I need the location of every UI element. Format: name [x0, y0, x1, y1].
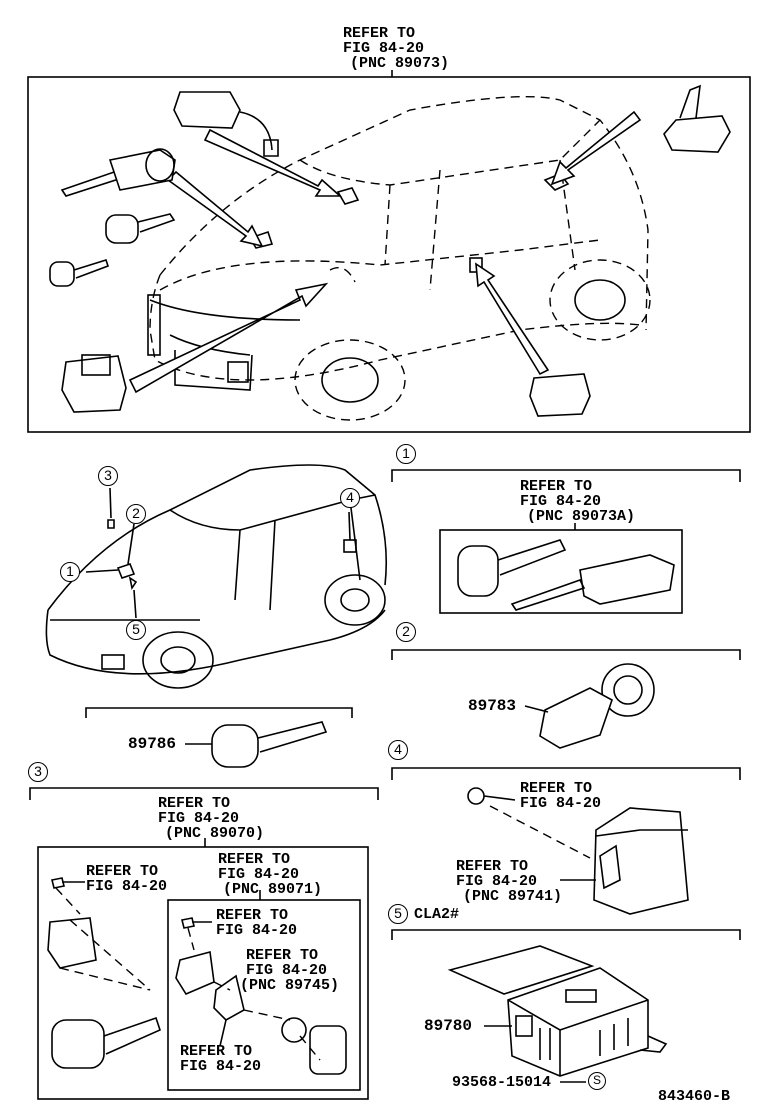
- sec3-screw-line1: REFER TO: [86, 863, 159, 880]
- sec1-ref-line3: (PNC 89073A): [527, 508, 636, 525]
- fastener-symbol: S: [588, 1072, 606, 1090]
- sec5-code: CLA2#: [414, 906, 460, 923]
- sec3-screw-line2: FIG 84-20: [86, 878, 168, 895]
- section-4-number: 4: [388, 740, 408, 760]
- section-2-drawing: [391, 649, 741, 749]
- top-ref-line1: REFER TO: [343, 25, 416, 42]
- sec1-ref-line1: REFER TO: [520, 478, 593, 495]
- section-1-drawing: [391, 469, 741, 614]
- sec3-battery-line1: REFER TO: [246, 947, 319, 964]
- top-ref-line3: (PNC 89073): [350, 55, 450, 72]
- sec3-outer-line3: (PNC 89070): [165, 825, 265, 842]
- sec3-inner-screw-line1: REFER TO: [216, 907, 289, 924]
- sec3-inner-line3: (PNC 89071): [223, 881, 323, 898]
- sec3-outer-line2: FIG 84-20: [158, 810, 240, 827]
- sec4-ecu-line1: REFER TO: [456, 858, 529, 875]
- callout-5: 5: [126, 620, 146, 640]
- sec3-battery-line3: (PNC 89745): [240, 977, 340, 994]
- part-89783: 89783: [468, 697, 517, 715]
- section-3-drawing: [29, 787, 379, 1100]
- sec3-battery-line2: FIG 84-20: [246, 962, 328, 979]
- top-panel-frame: [27, 76, 751, 433]
- callout-1: 1: [60, 562, 80, 582]
- top-ref-line2: FIG 84-20: [343, 40, 425, 57]
- sec4-bolt-line2: FIG 84-20: [520, 795, 602, 812]
- section-5-drawing: [391, 929, 741, 1083]
- callout-4: 4: [340, 488, 360, 508]
- figure-id: 843460-B: [658, 1088, 731, 1105]
- sec4-ecu-line2: FIG 84-20: [456, 873, 538, 890]
- part-89780: 89780: [424, 1017, 473, 1035]
- part-93568-15014: 93568-15014: [452, 1074, 552, 1091]
- sec3-bottom-line2: FIG 84-20: [180, 1058, 262, 1075]
- key-drawing: [85, 707, 353, 768]
- sec4-ecu-line3: (PNC 89741): [463, 888, 563, 905]
- section-4-drawing: [391, 767, 741, 915]
- sec1-ref-line2: FIG 84-20: [520, 493, 602, 510]
- top-components: [49, 84, 731, 417]
- callout-3: 3: [98, 466, 118, 486]
- sec4-bolt-line1: REFER TO: [520, 780, 593, 797]
- vehicle-small: [45, 464, 387, 689]
- section-1-number: 1: [396, 444, 416, 464]
- sec3-bottom-line1: REFER TO: [180, 1043, 253, 1060]
- section-5-number: 5: [388, 904, 408, 924]
- sec3-inner-line2: FIG 84-20: [218, 866, 300, 883]
- sec3-inner-screw-line2: FIG 84-20: [216, 922, 298, 939]
- section-2-number: 2: [396, 622, 416, 642]
- sec3-outer-line1: REFER TO: [158, 795, 231, 812]
- callout-2: 2: [126, 504, 146, 524]
- part-89786: 89786: [128, 735, 177, 753]
- sec3-inner-line1: REFER TO: [218, 851, 291, 868]
- section-3-number: 3: [28, 762, 48, 782]
